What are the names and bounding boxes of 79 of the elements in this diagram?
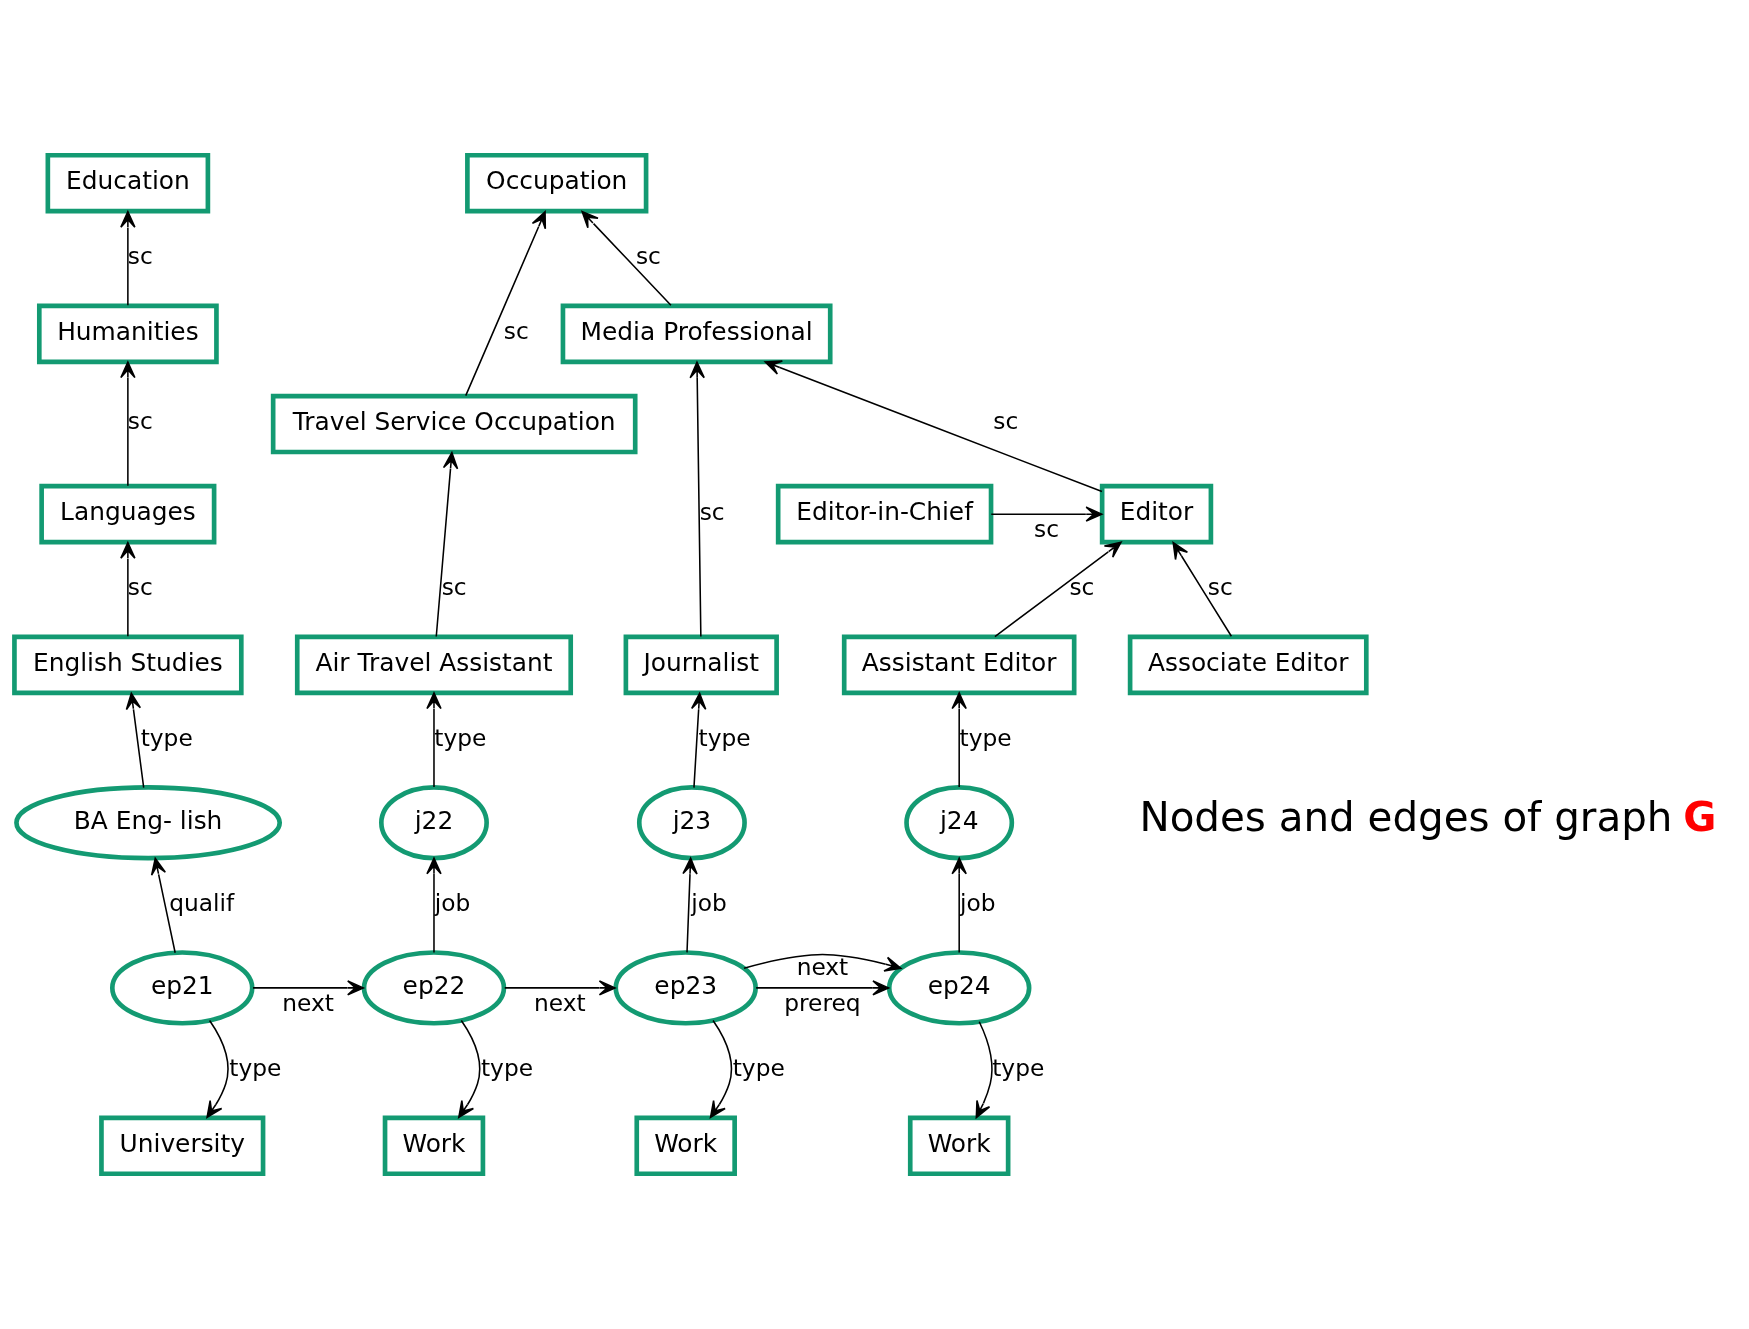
node-ellipse: ep22 [361,950,507,1026]
node-box: Languages [39,483,217,545]
arrow [120,361,136,487]
arrow [990,506,1103,522]
edge-label: sc [127,572,153,600]
node-box: Work [634,1115,737,1177]
node-box: Editor [1099,483,1214,545]
arrow [125,692,145,789]
edge-label: qualif [169,888,235,916]
edge-label: prereq [784,989,861,1017]
edge-label: sc [1069,572,1095,600]
node-box: Assistant Editor [841,634,1077,696]
arrow [951,692,967,788]
node-ellipse: ep23 [613,950,758,1026]
node-box: Education [45,152,211,214]
node-box: English Studies [12,634,244,696]
arrow [975,1021,993,1119]
edge-label: type [229,1053,282,1081]
arrow [994,541,1122,638]
node-box: Work [382,1115,486,1177]
arrow [464,211,547,397]
edge-label: sc [993,407,1019,435]
arrow [458,1019,481,1119]
edge-label: type [698,723,751,751]
node-ellipse: j23 [636,785,747,861]
arrow [120,541,136,638]
arrow [689,361,705,638]
node-box: Editor-in-Chief [775,483,994,545]
edge-label: sc [441,572,467,600]
arrow [426,692,442,788]
edge-label: next [282,989,334,1017]
arrow [426,857,442,954]
arrow [504,980,616,996]
node-box: Journalist [623,634,779,696]
edge-label: type [480,1053,534,1081]
edge-label: type [959,723,1012,751]
arrow [690,692,707,789]
edge-label: job [691,888,727,916]
arrow [682,857,698,954]
node-ellipse: ep24 [886,950,1032,1026]
arrow [120,210,136,307]
arrow [764,360,1103,493]
edge-label: next [534,989,586,1017]
arrow [150,857,176,954]
edge-label: sc [1207,572,1233,600]
node-box: Occupation [465,152,649,214]
node-box: Work [907,1115,1011,1177]
edge-label: sc [503,317,529,345]
edge-label: sc [1034,515,1060,543]
edge-label: sc [635,241,661,269]
arrow [206,1019,229,1119]
node-ellipse: ep21 [110,950,255,1026]
node-box: Associate Editor [1127,634,1369,696]
node-box: Travel Service Occupation [270,393,638,455]
arrow [252,980,365,996]
arrow [435,451,459,638]
node-box: University [99,1115,266,1177]
node-ellipse: j24 [904,785,1015,861]
edge-label: type [140,723,193,751]
node-box: Air Travel Assistant [294,634,574,696]
arrow [951,857,967,954]
edge-label: sc [127,241,153,269]
arrow [709,1019,733,1119]
edge-label: type [434,723,487,751]
edge-label: type [732,1053,785,1081]
edge-label: next [796,953,849,981]
arrow [743,953,902,972]
arrow [1172,541,1233,638]
arrow [581,210,672,307]
edge-label: sc [127,407,153,435]
edge-label: type [992,1053,1045,1081]
node-box: Media Professional [560,303,833,365]
node-box: Humanities [36,303,219,365]
arrow [755,980,890,996]
edge-label: job [960,888,996,916]
edge-label: sc [699,497,725,525]
label: Nodes and edges of graph G [1139,793,1717,842]
node-ellipse: j22 [379,785,489,861]
node-ellipse: BA Eng- lish [14,785,283,861]
